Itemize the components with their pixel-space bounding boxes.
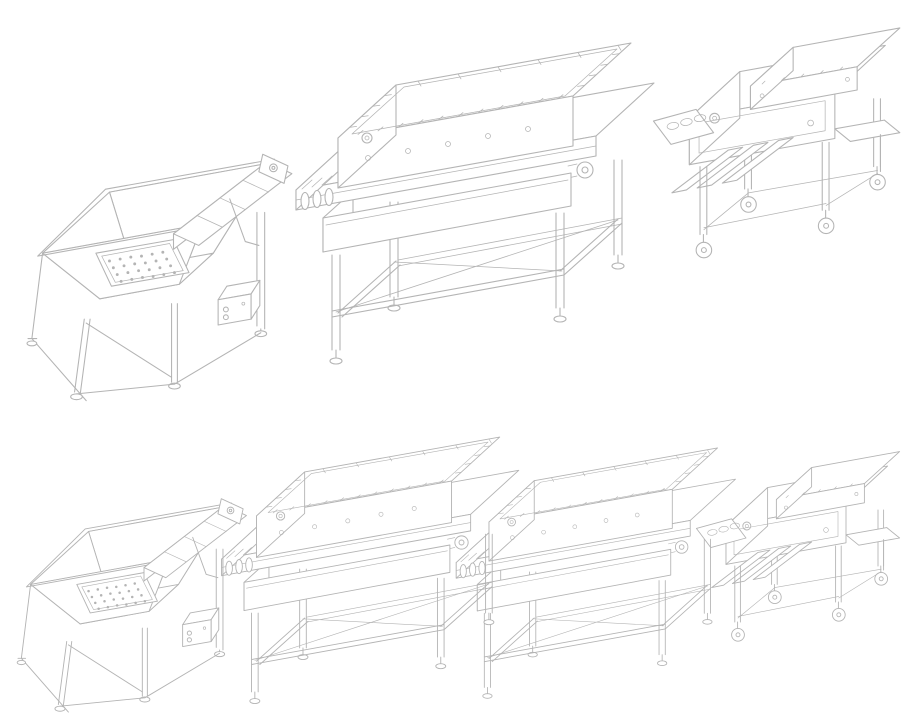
sorting-unit-top [652,27,901,259]
hopper-feeder-bottom [16,498,247,713]
machine-line-bottom-view [16,436,901,713]
hopper-feeder-top [26,153,293,402]
machine-line-top-view [26,27,901,402]
sorting-unit-bottom [695,451,901,642]
conveyor-unit-top [295,42,655,365]
